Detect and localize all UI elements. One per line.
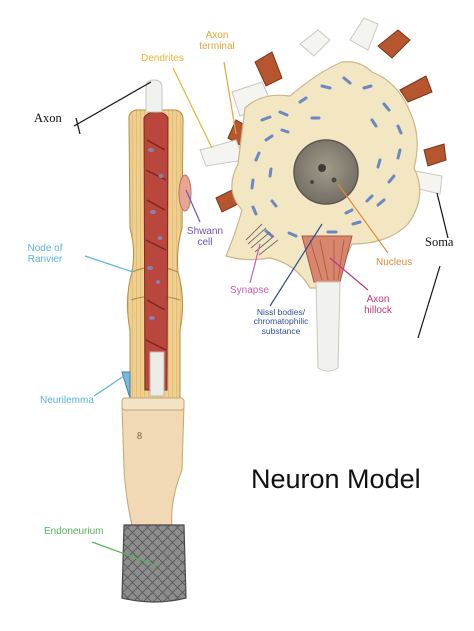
segment-number-mark: 8 (137, 431, 142, 442)
label-axon-hillock-line-2: hillock (364, 305, 392, 316)
label-shwann-cell-line-2: cell (197, 237, 213, 248)
label-nissl-bodies: Nissl bodies/ chromatophilic substance (245, 307, 317, 336)
label-node-of-ranvier-line-2: Ranvier (27, 254, 63, 265)
label-nissl-bodies-line-3: substance (261, 325, 301, 336)
label-axon-terminal-line-2: terminal (199, 41, 235, 52)
label-dendrites: Dendrites (141, 53, 184, 64)
label-neurilemma: Neurilemma (40, 395, 94, 406)
endoneurium-mesh (121, 524, 187, 603)
soma-model (199, 17, 447, 372)
label-axon-terminal-line-1: Axon (205, 30, 229, 41)
initial-axon-segment (315, 281, 341, 372)
label-axon-hillock-line-1: Axon (366, 294, 390, 305)
label-node-of-ranvier: Node of Ranvier (22, 243, 68, 265)
label-axon-terminal: Axon terminal (196, 30, 238, 52)
label-shwann-cell: Shwann cell (186, 226, 224, 248)
nucleus-shape (293, 139, 359, 205)
label-axon-hillock: Axon hillock (358, 294, 398, 316)
label-nucleus: Nucleus (376, 257, 413, 268)
leader-lines (73, 61, 449, 567)
axon-column-model (121, 79, 192, 603)
axon-core (143, 111, 169, 391)
label-nissl-bodies-line-1: Nissl bodies/ (256, 307, 306, 317)
label-node-of-ranvier-line-1: Node of (27, 243, 63, 254)
page-title: Neuron Model (251, 464, 421, 494)
label-endoneurium: Endoneurium (44, 526, 104, 537)
label-synapse: Synapse (230, 285, 269, 296)
label-nissl-bodies-line-2: chromatophilic (253, 316, 309, 327)
label-shwann-cell-line-1: Shwann (186, 226, 224, 237)
lower-sheath (121, 400, 185, 526)
shwann-cell-bump (178, 174, 192, 212)
label-axon: Axon (34, 111, 62, 125)
label-soma: Soma (425, 235, 454, 249)
